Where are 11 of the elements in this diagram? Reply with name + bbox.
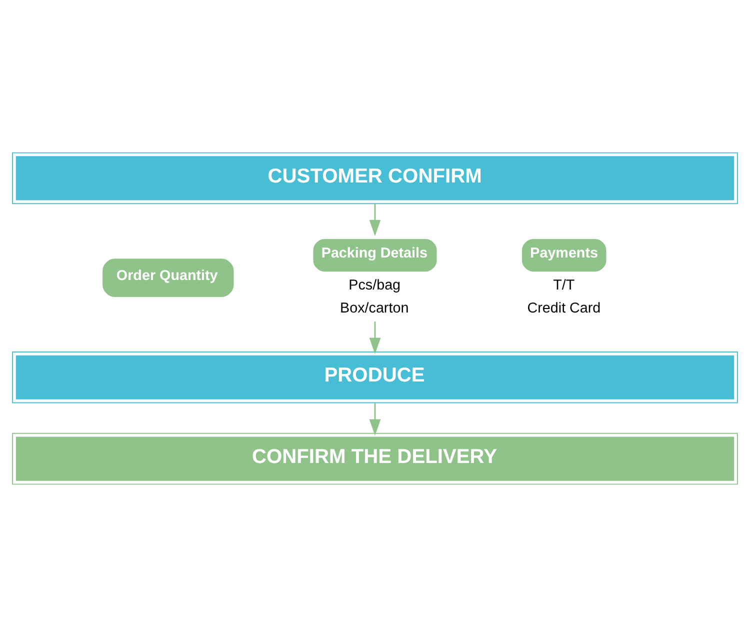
- node-label: Pcs/bag: [348, 276, 401, 293]
- arrow: [369, 402, 381, 436]
- node-label: Credit Card: [527, 300, 601, 316]
- node-label: T/T: [553, 276, 575, 293]
- node-box: Order Quantity: [102, 258, 234, 296]
- arrow: [369, 321, 381, 354]
- node-label: Box/carton: [340, 300, 409, 316]
- node-box: CUSTOMER CONFIRM: [12, 152, 738, 204]
- arrow: [369, 203, 381, 236]
- node-box: PRODUCE: [12, 351, 738, 403]
- node-box: CONFIRM THE DELIVERY: [12, 432, 738, 484]
